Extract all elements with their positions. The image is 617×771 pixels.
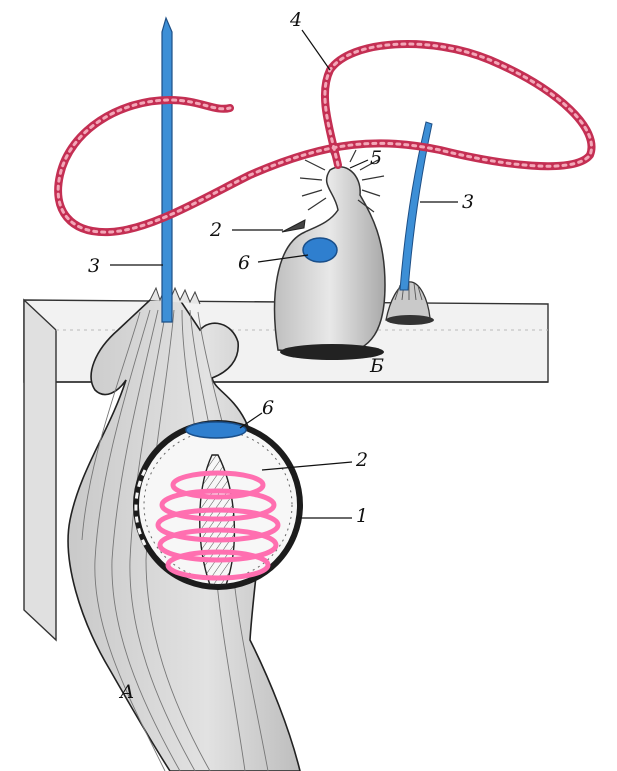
label-2-lower: 2 (355, 449, 368, 471)
label-panel-a: А (118, 681, 134, 703)
label-4: 4 (289, 9, 302, 31)
operculum-cap-b (303, 238, 337, 262)
label-5: 5 (370, 147, 382, 169)
label-6-upper: 6 (238, 252, 250, 274)
operculum-cap-a (186, 422, 246, 438)
label-3-right: 3 (462, 191, 474, 213)
cnidocil-a (162, 18, 172, 322)
label-1: 1 (356, 505, 368, 527)
label-panel-b: Б (369, 355, 384, 377)
label-6-lower: 6 (262, 397, 274, 419)
label-3-left: 3 (88, 255, 100, 277)
cnidocyte-small (386, 122, 434, 325)
label-2-upper: 2 (209, 219, 222, 241)
discharged-thread (58, 44, 591, 232)
